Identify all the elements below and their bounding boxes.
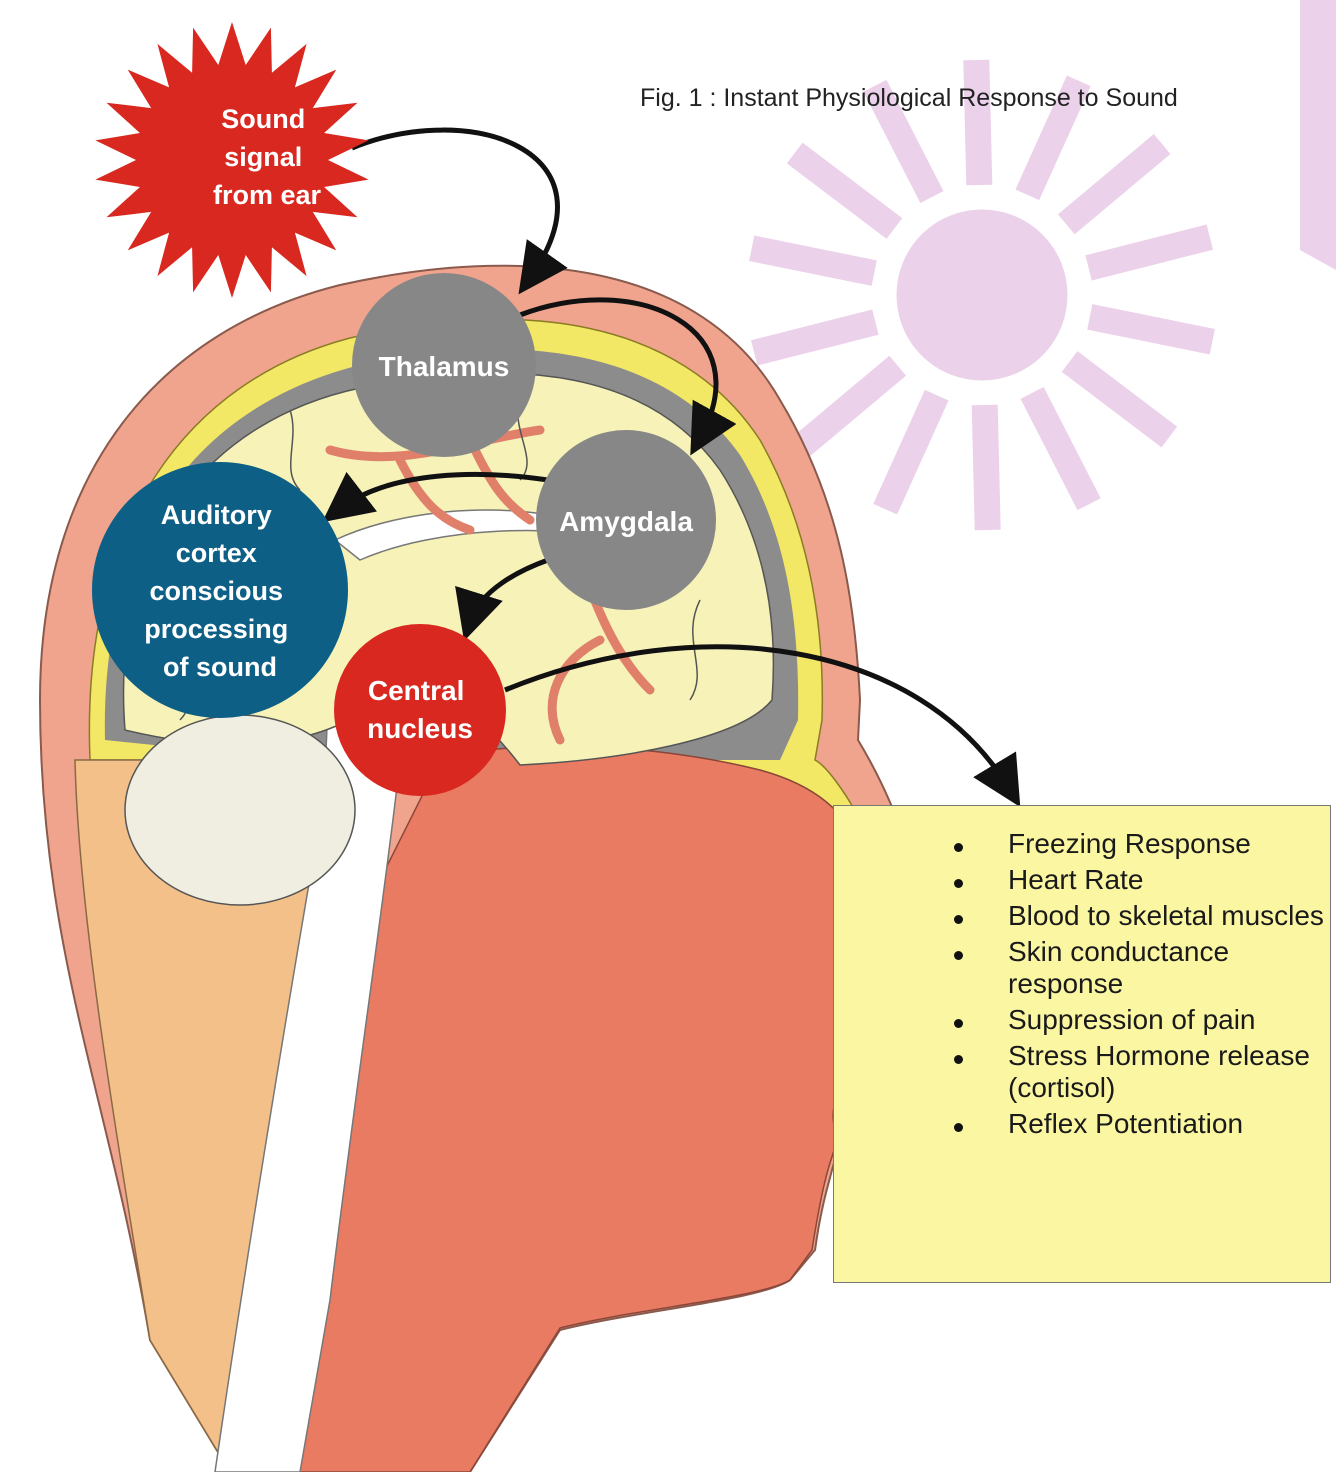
response-item: Skin conductance response — [954, 936, 1324, 1000]
sound-source-node: Sound signal from ear — [95, 22, 369, 298]
auditory-cortex-node: Auditory cortex conscious processing of … — [92, 462, 348, 718]
starburst-shape — [95, 22, 369, 298]
sun-decoration — [749, 0, 1336, 531]
response-item: Suppression of pain — [954, 1004, 1324, 1036]
sun-ray — [1057, 134, 1171, 235]
sun-ray — [873, 389, 949, 515]
sun-ray — [963, 59, 993, 186]
auditory-cortex-label: Auditory cortex conscious processing of … — [144, 500, 296, 682]
sun-ray — [749, 235, 877, 286]
response-item: Freezing Response — [954, 828, 1324, 860]
sound-source-label: Sound signal from ear — [213, 104, 322, 210]
response-item: Heart Rate — [954, 864, 1324, 896]
response-item: Reflex Potentiation — [954, 1108, 1324, 1140]
sun-ray — [1087, 304, 1215, 355]
sun-ray — [971, 404, 1001, 531]
arrow-thalamus-to-amygdala — [519, 297, 737, 456]
amygdala-label: Amygdala — [559, 506, 693, 537]
thalamus-node: Thalamus — [352, 273, 536, 457]
sun-ray — [1061, 351, 1178, 448]
central-nucleus-label: Central nucleus — [367, 675, 473, 744]
sun-ray — [1020, 386, 1101, 511]
arrows — [322, 127, 1021, 808]
sun-ray — [1085, 224, 1214, 281]
figure-caption: Fig. 1 : Instant Physiological Response … — [640, 84, 1178, 112]
sun-ray — [750, 309, 879, 366]
arrow-ear-to-thalamus — [351, 127, 568, 295]
response-item: Stress Hormone release (cortisol) — [954, 1040, 1324, 1104]
sun-ray — [786, 142, 903, 239]
sun-ray — [863, 79, 944, 204]
arrow-amygdala-to-auditory-cortex — [322, 471, 549, 523]
cerebellum — [124, 714, 356, 906]
amygdala-node: Amygdala — [536, 430, 716, 610]
response-item: Blood to skeletal muscles — [954, 900, 1324, 932]
arrow-central-nucleus-to-responses — [504, 644, 1021, 808]
sun-ray — [1015, 75, 1091, 201]
thalamus-label: Thalamus — [379, 351, 510, 382]
sun-ray — [793, 355, 907, 456]
central-nucleus-node: Central nucleus — [334, 624, 506, 796]
physiological-responses-box: Freezing Response Heart Rate Blood to sk… — [833, 805, 1331, 1283]
arrow-amygdala-to-central-nucleus — [455, 557, 549, 642]
responses-list: Freezing Response Heart Rate Blood to sk… — [954, 828, 1324, 1144]
